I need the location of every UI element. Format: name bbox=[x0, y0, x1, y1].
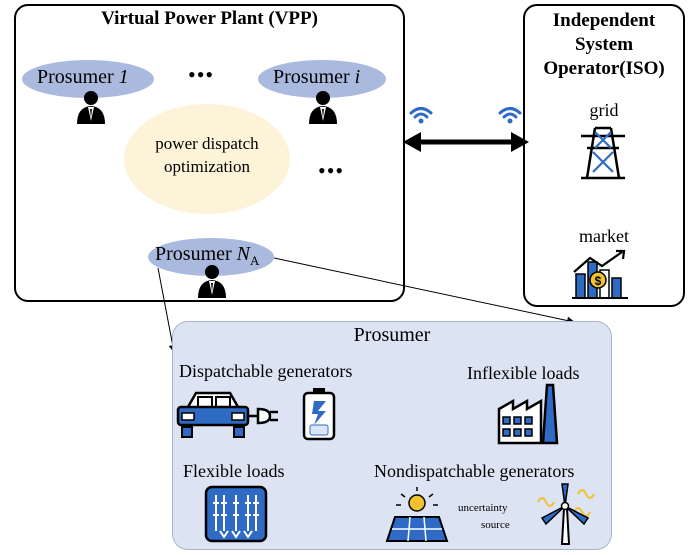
ellipsis-middle: ••• bbox=[318, 158, 345, 183]
solar-panel-icon bbox=[385, 487, 449, 542]
wifi-icon bbox=[409, 107, 433, 124]
vpp-title: Virtual Power Plant (VPP) bbox=[101, 8, 318, 29]
market-chart-icon: $ bbox=[572, 249, 628, 299]
iso-title-line1: Independent bbox=[552, 10, 656, 31]
flexible-load-icon bbox=[204, 485, 268, 543]
optimization-label-line2: optimization bbox=[164, 157, 250, 176]
optimization-blob bbox=[124, 104, 290, 214]
prosumer-na-label: Prosumer NA bbox=[155, 243, 260, 268]
prosumer-1-label: Prosumer 1 bbox=[37, 66, 129, 88]
prosumer-i-label: Prosumer i bbox=[273, 66, 361, 88]
grid-label: grid bbox=[589, 100, 619, 120]
prosumer-panel-title: Prosumer bbox=[353, 324, 431, 346]
vpp-container bbox=[14, 4, 405, 302]
uncertainty-source-line1: uncertainty bbox=[458, 502, 508, 514]
prosumer-1-pill bbox=[22, 60, 154, 98]
person-icon bbox=[198, 265, 226, 298]
uncertainty-source-line2: source bbox=[481, 519, 510, 531]
iso-title-line3: Operator(ISO) bbox=[543, 58, 665, 79]
ellipsis-top: ••• bbox=[188, 62, 215, 87]
wifi-icon bbox=[498, 107, 522, 124]
wind-turbine-icon bbox=[537, 483, 595, 545]
market-label: market bbox=[579, 226, 629, 246]
transmission-tower-icon bbox=[581, 126, 625, 180]
iso-container bbox=[523, 4, 685, 307]
electric-car-icon bbox=[176, 391, 278, 438]
nondispatchable-generators-label: Nondispatchable generators bbox=[374, 461, 575, 481]
optimization-label-line1: power dispatch bbox=[155, 134, 259, 153]
battery-icon bbox=[302, 388, 336, 441]
factory-icon bbox=[497, 383, 559, 445]
flexible-loads-label: Flexible loads bbox=[183, 461, 285, 481]
iso-title-line2: System bbox=[574, 34, 634, 55]
bidirectional-arrow bbox=[403, 132, 529, 152]
person-icon bbox=[309, 91, 337, 124]
inflexible-loads-label: Inflexible loads bbox=[467, 363, 580, 383]
svg-text:$: $ bbox=[595, 274, 602, 288]
dispatchable-generators-label: Dispatchable generators bbox=[179, 361, 353, 381]
person-icon bbox=[77, 91, 105, 124]
